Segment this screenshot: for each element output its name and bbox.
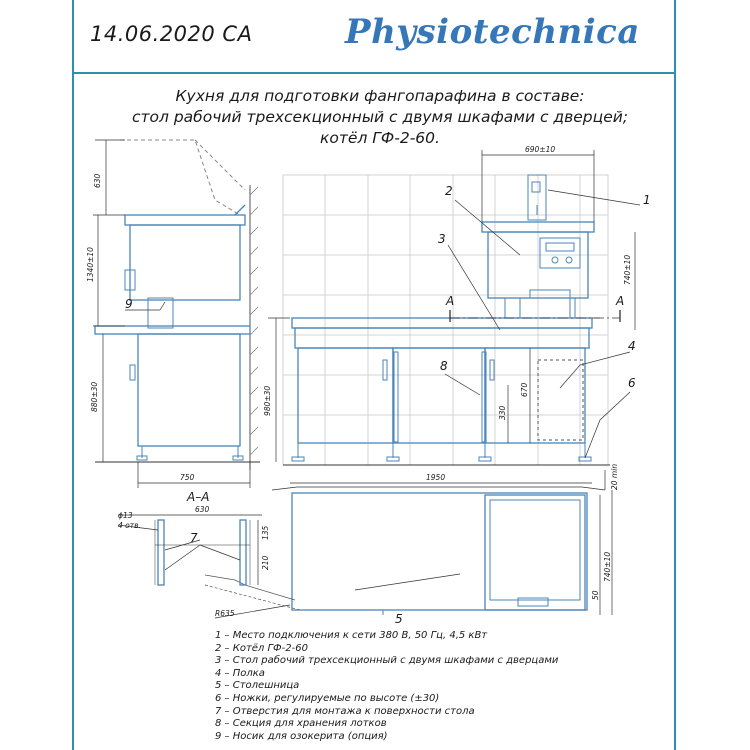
legend-item-4: 4 – Полка bbox=[215, 667, 265, 679]
legend-item-5: 5 – Столешница bbox=[215, 680, 300, 692]
title-line-1: Кухня для подготовки фангопарафина в сос… bbox=[175, 87, 585, 105]
date-code: 14.06.2020 CA bbox=[90, 22, 253, 46]
dim-740-top: 740±10 bbox=[623, 255, 632, 285]
legend-item-2: 2 – Котёл ГФ-2-60 bbox=[215, 642, 308, 654]
title-line-3: котёл ГФ-2-60. bbox=[320, 129, 440, 147]
dim-r635: R635 bbox=[215, 609, 235, 618]
brand-logo: Physiotechnica bbox=[345, 12, 640, 52]
legend: 1 – Место подключения к сети 380 В, 50 Г… bbox=[215, 630, 558, 743]
legend-item-8: 8 – Секция для хранения лотков bbox=[215, 718, 387, 730]
drawing-title: Кухня для подготовки фангопарафина в сос… bbox=[120, 86, 640, 149]
dim-50: 50 bbox=[591, 590, 600, 600]
dim-135: 135 bbox=[261, 525, 270, 540]
title-line-2: стол рабочий трехсекционный с двумя шкаф… bbox=[131, 108, 629, 126]
legend-item-9: 9 – Носик для озокерита (опция) bbox=[215, 730, 388, 742]
dim-330: 330 bbox=[498, 405, 507, 420]
callout-9: 9 bbox=[125, 297, 133, 311]
callout-3: 3 bbox=[438, 232, 446, 246]
plan-view bbox=[204, 470, 613, 619]
legend-item-1: 1 – Место подключения к сети 380 В, 50 Г… bbox=[215, 630, 488, 641]
section-label: А–А bbox=[186, 490, 209, 504]
section-aa-view bbox=[117, 514, 262, 586]
callout-6: 6 bbox=[628, 376, 636, 390]
section-mark-left: А bbox=[445, 294, 454, 308]
dim-670: 670 bbox=[520, 382, 529, 397]
front-view bbox=[268, 150, 641, 484]
callout-5: 5 bbox=[395, 612, 403, 626]
dim-740-bottom: 740±10 bbox=[603, 552, 612, 582]
dim-210: 210 bbox=[261, 555, 270, 570]
dim-630-top: 630 bbox=[93, 173, 102, 188]
dim-4-holes: 4 отв. bbox=[118, 521, 141, 530]
legend-item-6: 6 – Ножки, регулируемые по высоте (±30) bbox=[215, 692, 440, 704]
dim-690: 690±10 bbox=[525, 145, 555, 154]
callout-8: 8 bbox=[440, 359, 448, 373]
dim-13: ϕ13 bbox=[118, 511, 133, 520]
dim-880: 880±30 bbox=[90, 382, 99, 412]
callout-7: 7 bbox=[190, 531, 198, 545]
sheet-frame bbox=[72, 0, 676, 750]
dim-1950: 1950 bbox=[426, 473, 445, 482]
legend-item-3: 3 – Стол рабочий трехсекционный с двумя … bbox=[215, 655, 559, 667]
dim-1340: 1340±10 bbox=[86, 247, 95, 282]
callout-2: 2 bbox=[445, 184, 453, 198]
dim-980: 980±30 bbox=[263, 386, 272, 416]
section-mark-right: А bbox=[615, 294, 624, 308]
callout-1: 1 bbox=[643, 193, 651, 207]
dim-20min: 20 min bbox=[610, 464, 619, 490]
dim-750: 750 bbox=[180, 473, 195, 482]
side-view bbox=[93, 139, 260, 488]
dim-630-aa: 630 bbox=[195, 505, 210, 514]
header-divider bbox=[72, 72, 676, 74]
legend-item-7: 7 – Отверстия для монтажа к поверхности … bbox=[215, 705, 475, 717]
callout-4: 4 bbox=[628, 339, 636, 353]
